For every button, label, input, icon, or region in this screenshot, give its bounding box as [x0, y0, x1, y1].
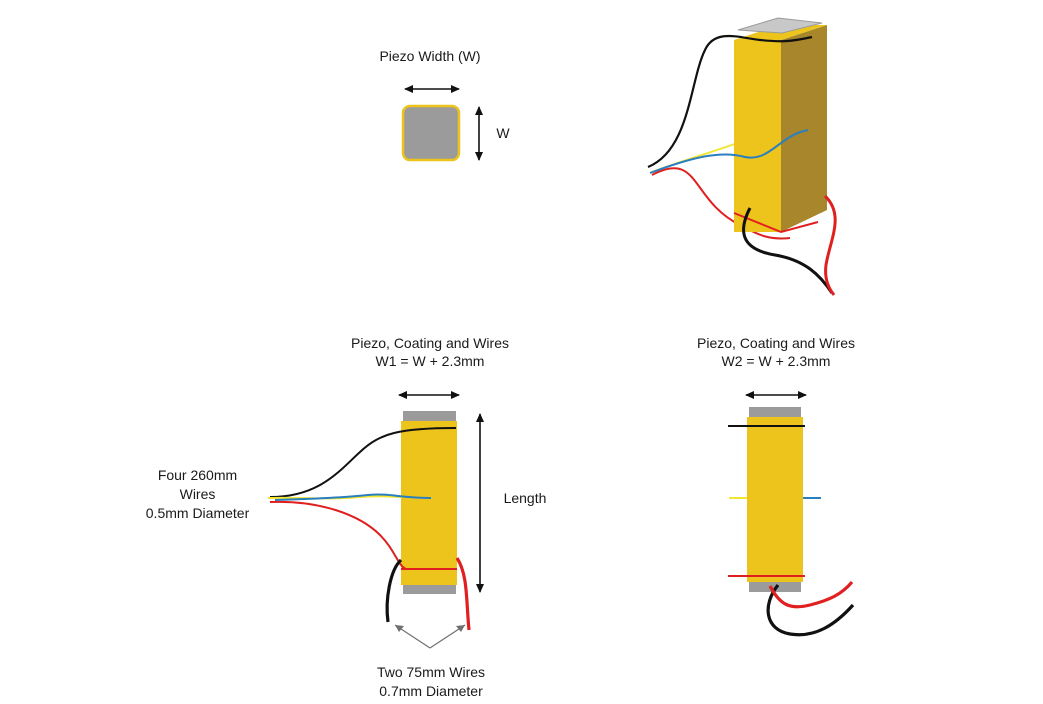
wires-label-line1: Four 260mm [157, 467, 238, 483]
short-wires-line1: Two 75mm Wires [376, 664, 486, 680]
wire-black-short [385, 558, 403, 623]
wire-red-long [269, 500, 407, 570]
piezo-square [401, 104, 461, 162]
short-wires-line2: 0.7mm Diameter [379, 683, 483, 699]
panel1-formula: W1 = W + 2.3mm [375, 353, 485, 369]
wire-yellow-long [267, 495, 403, 500]
wires-label-line2: Wires [179, 486, 216, 502]
wire-blue [649, 129, 809, 174]
wires-label-line3: 0.5mm Diameter [145, 505, 250, 521]
coating-body [401, 421, 457, 585]
w-label: W [496, 125, 510, 141]
column-side-face [781, 25, 827, 232]
piezo-top-face [737, 17, 823, 34]
wire-red-short-2 [768, 580, 854, 609]
wire-red-short [455, 557, 471, 631]
coating-body-2 [747, 417, 803, 582]
wire-red [651, 167, 791, 240]
piezo-top-cap-2 [749, 407, 801, 419]
piezo-3d-view [647, 17, 837, 296]
wire-red-bottom [823, 194, 837, 296]
piezo-width-label: Piezo Width (W) [379, 48, 481, 64]
wire-black-long [269, 427, 457, 498]
panel2-diagram [728, 391, 855, 637]
panel1-diagram [267, 391, 484, 649]
column-front-face [734, 40, 781, 232]
panel1-title: Piezo, Coating and Wires [351, 335, 509, 351]
pointer-left-head [395, 625, 404, 632]
piezo-cross-section [401, 85, 483, 162]
wire-red-band [733, 212, 819, 234]
wire-black-short-2 [766, 584, 855, 637]
panel2-title: Piezo, Coating and Wires [697, 335, 855, 351]
pointer-right-head [456, 625, 465, 632]
length-label: Length [503, 490, 547, 506]
panel2-formula: W2 = W + 2.3mm [721, 353, 831, 369]
wire-black-bottom [742, 207, 834, 294]
wire-blue-long [274, 493, 432, 501]
piezo-top-cap [403, 411, 456, 423]
wire-black-top [647, 35, 813, 169]
